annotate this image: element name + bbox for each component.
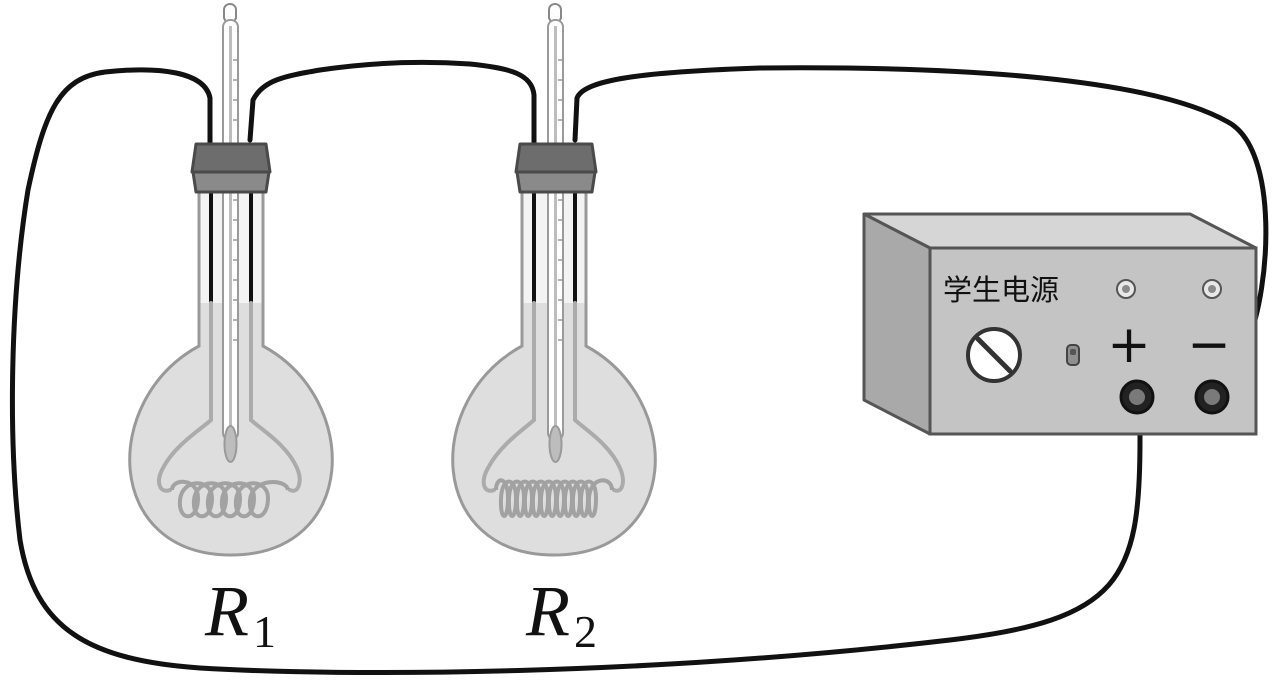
stopper-r2 <box>514 142 598 194</box>
indicator-light <box>1202 279 1222 299</box>
stopper-r1 <box>190 142 272 194</box>
flask-r2 <box>451 3 657 557</box>
wire-series-link <box>247 59 537 148</box>
lead-lower <box>157 301 213 493</box>
positive-terminal[interactable] <box>1119 379 1155 415</box>
power-supply-label: 学生电源 <box>943 273 1059 307</box>
thermometer-r2 <box>547 3 564 463</box>
voltage-knob[interactable] <box>966 327 1022 383</box>
resistor-symbol: R <box>525 571 570 651</box>
lead-lower <box>573 301 625 493</box>
flask-outline <box>451 172 657 557</box>
lead-lower <box>249 301 302 493</box>
power-supply-side <box>862 212 932 436</box>
power-switch[interactable] <box>1066 344 1080 366</box>
lead-lower <box>481 301 536 493</box>
heating-coil-r2 <box>494 478 614 518</box>
resistor-label-r2: R2 <box>525 571 597 657</box>
resistor-subscript: 1 <box>253 606 276 657</box>
power-supply: 学生电源 + − <box>862 212 1258 436</box>
resistor-symbol: R <box>204 571 249 651</box>
resistor-label-r1: R1 <box>204 571 276 657</box>
negative-terminal[interactable] <box>1194 379 1230 415</box>
wire-outer-loop <box>9 67 1143 676</box>
indicator-light <box>1116 279 1136 299</box>
flask-r1 <box>128 3 334 557</box>
negative-sign: − <box>1187 315 1231 375</box>
heating-coil-r1 <box>170 479 290 519</box>
flask-outline <box>128 172 334 557</box>
resistor-subscript: 2 <box>574 606 597 657</box>
thermometer-r1 <box>222 3 239 463</box>
positive-sign: + <box>1107 315 1151 375</box>
